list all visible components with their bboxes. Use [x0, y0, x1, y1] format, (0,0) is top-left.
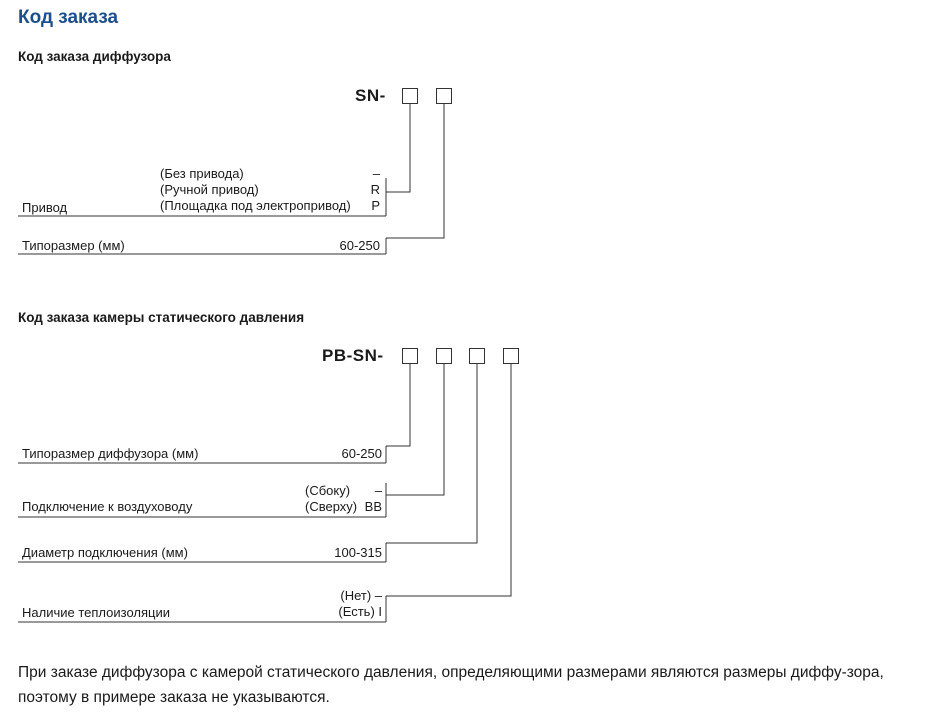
diameter-label: Диаметр подключения (мм): [22, 545, 188, 560]
order-note: При заказе диффузора с камерой статическ…: [18, 664, 884, 706]
diffuser-code: SN-: [355, 86, 386, 105]
diffuser-code-box-2: [436, 88, 452, 104]
insulation-connector: [386, 364, 512, 597]
diffuser-size-value: 60-250: [339, 238, 380, 253]
diffuser-size-label: Типоразмер (мм): [22, 238, 125, 253]
diffuser-size-connector: [386, 104, 445, 239]
drive-connector: [386, 104, 411, 193]
plenum-code-box-1: [402, 348, 418, 364]
connection-option-top: (Сверху): [305, 499, 358, 514]
plenum-code: PB-SN-: [322, 346, 384, 365]
drive-option-actuator: (Площадка под электропривод): [160, 198, 351, 213]
drive-option-manual: (Ручной привод): [160, 182, 259, 197]
connection-code-top: BB: [364, 499, 382, 514]
plenum-code-box-2: [436, 348, 452, 364]
plenum-code-box-4: [503, 348, 519, 364]
diameter-connector: [386, 364, 478, 544]
plenum-diffuser-size-connector: [386, 364, 411, 447]
insulation-option-yes: (Есть) I: [338, 604, 382, 619]
drive-code-none: –: [372, 166, 380, 181]
diameter-value: 100-315: [334, 545, 382, 560]
connection-code-side: –: [374, 483, 382, 498]
plenum-heading: Код заказа камеры статического давления: [18, 310, 305, 325]
connection-label: Подключение к воздуховоду: [22, 499, 193, 514]
insulation-label: Наличие теплоизоляции: [22, 605, 170, 620]
drive-label: Привод: [22, 200, 68, 215]
plenum-diffuser-size-value: 60-250: [341, 446, 382, 461]
page-title: Код заказа: [18, 7, 119, 28]
diffuser-heading: Код заказа диффузора: [18, 49, 171, 64]
diffuser-code-box-1: [402, 88, 418, 104]
drive-option-none: (Без привода): [160, 166, 244, 181]
plenum-code-box-3: [469, 348, 485, 364]
plenum-diffuser-size-label: Типоразмер диффузора (мм): [22, 446, 199, 461]
insulation-option-no: (Нет) –: [340, 588, 382, 603]
connection-connector: [386, 364, 445, 496]
drive-code-manual: R: [370, 182, 380, 197]
drive-code-actuator: P: [371, 198, 380, 213]
connection-option-side: (Сбоку): [305, 483, 351, 498]
